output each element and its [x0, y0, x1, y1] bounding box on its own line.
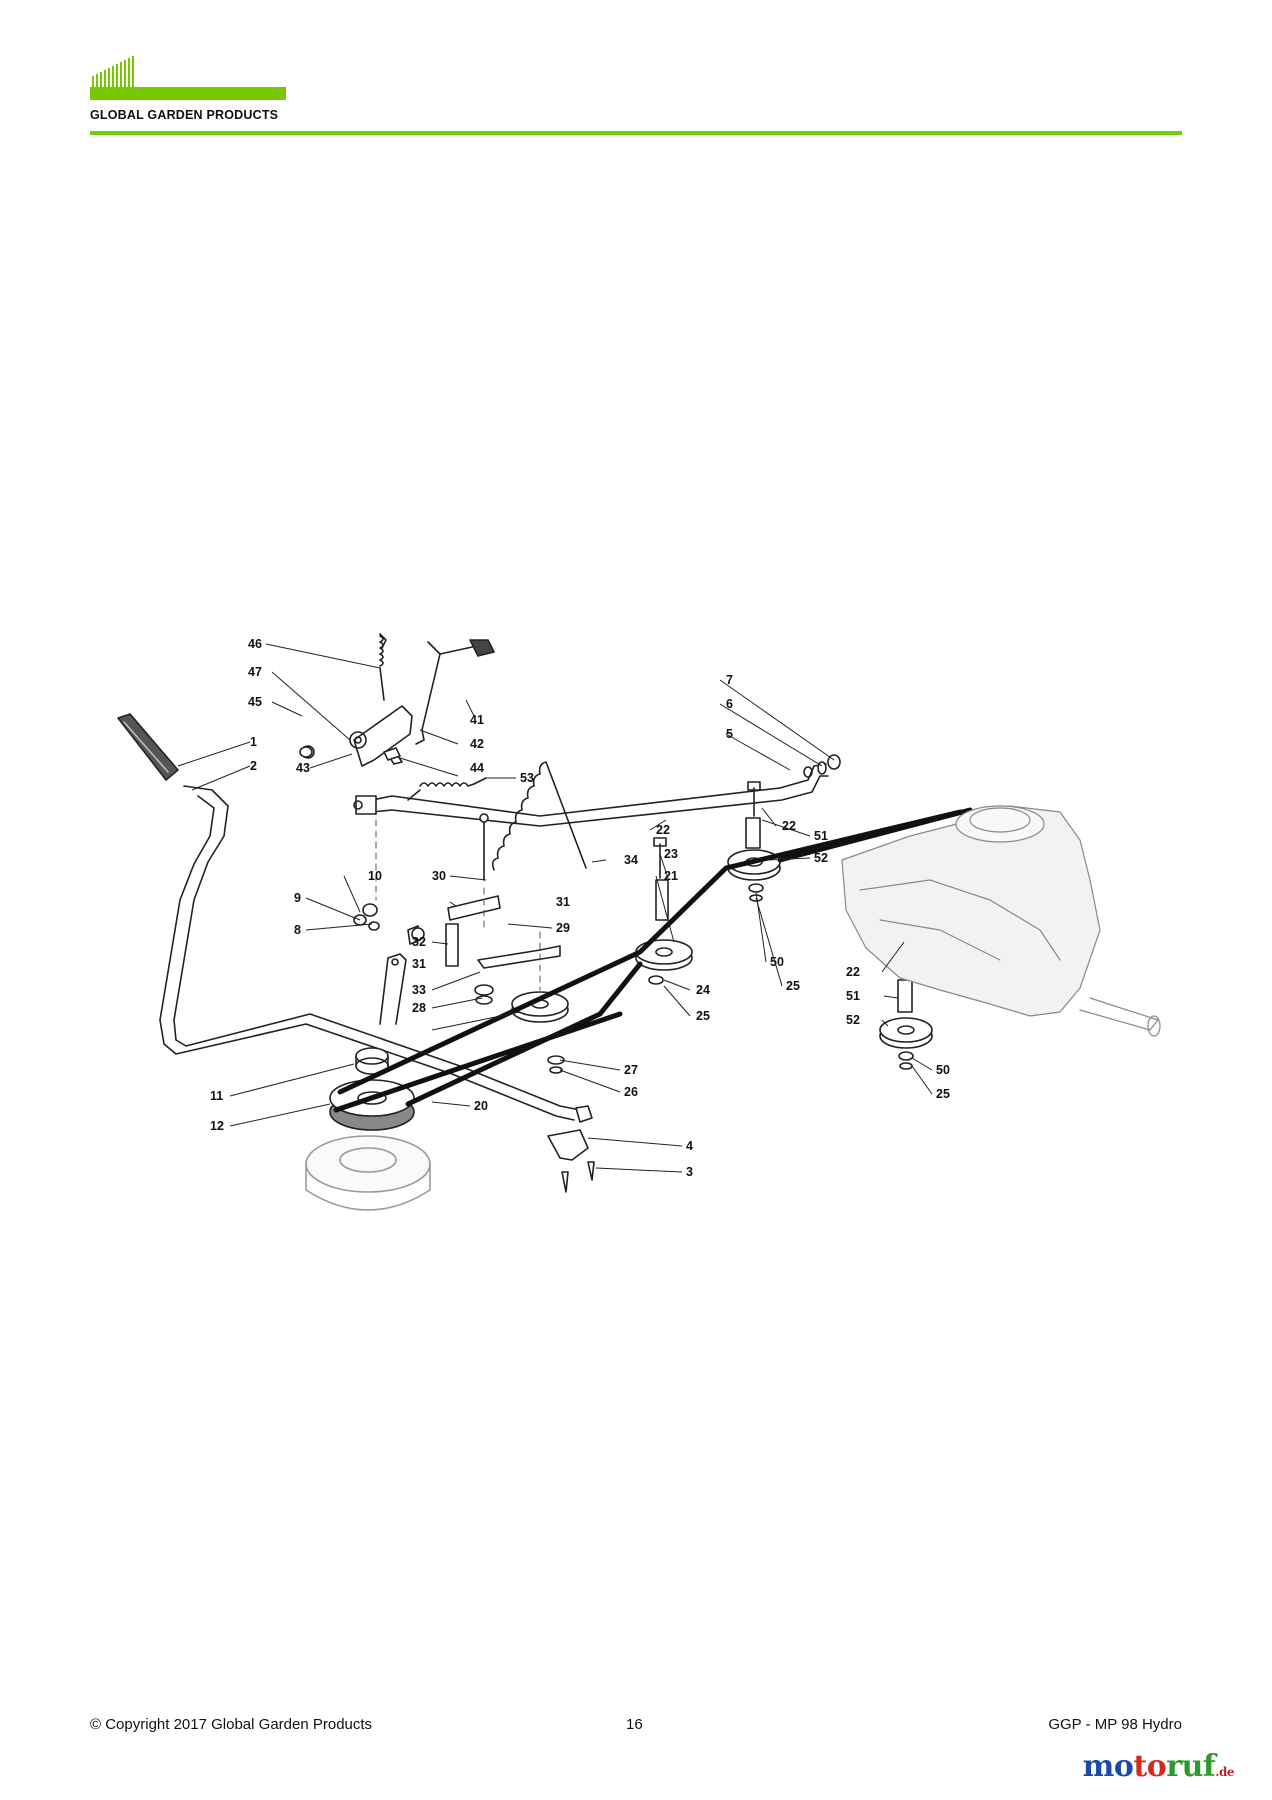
callout-6: 6 — [726, 697, 733, 711]
watermark-part-3: ruf — [1166, 1749, 1216, 1784]
hardware — [299, 746, 914, 1193]
callout-2: 2 — [250, 759, 257, 773]
callout-32: 32 — [412, 935, 426, 949]
callout-46: 46 — [248, 637, 262, 651]
callout-51b: 51 — [846, 989, 860, 1003]
watermark-logo: motoruf.de — [1082, 1749, 1235, 1784]
callout-50b: 50 — [936, 1063, 950, 1077]
idler-pulley-52b — [879, 937, 933, 1049]
callout-26: 26 — [624, 1085, 638, 1099]
callout-22b: 22 — [782, 819, 796, 833]
callout-5: 5 — [726, 727, 733, 741]
callout-52a: 52 — [814, 851, 828, 865]
pedal-arm — [159, 785, 593, 1123]
callout-33: 33 — [412, 983, 426, 997]
callout-4: 4 — [686, 1139, 693, 1153]
callout-12: 12 — [210, 1119, 224, 1133]
callout-25c: 25 — [936, 1087, 950, 1101]
callout-29: 29 — [556, 921, 570, 935]
callout-11: 11 — [210, 1089, 223, 1103]
callout-45: 45 — [248, 695, 262, 709]
callout-3: 3 — [686, 1165, 693, 1179]
watermark-part-1: mo — [1082, 1749, 1134, 1784]
watermark-part-2: to — [1133, 1749, 1167, 1784]
callout-10: 10 — [368, 869, 382, 883]
pedal-pad — [117, 713, 179, 781]
callout-31b: 31 — [412, 957, 426, 971]
logo-green-bar — [90, 87, 286, 100]
footer-copyright: © Copyright 2017 Global Garden Products — [90, 1716, 373, 1733]
callout-28: 28 — [412, 1001, 426, 1015]
callout-20: 20 — [474, 1099, 488, 1113]
spring-34 — [491, 761, 587, 871]
page-number: 16 — [626, 1716, 643, 1733]
callout-43: 43 — [296, 761, 310, 775]
callout-22a: 22 — [656, 823, 670, 837]
callout-9: 9 — [294, 891, 301, 905]
linkage-rod — [353, 763, 829, 827]
callout-34: 34 — [624, 853, 638, 867]
callout-50a: 50 — [770, 955, 784, 969]
callout-8: 8 — [294, 923, 301, 937]
header-rule — [90, 131, 1182, 135]
callout-22c: 22 — [846, 965, 860, 979]
callout-51a: 51 — [814, 829, 828, 843]
callout-31a: 31 — [556, 895, 570, 909]
callout-44: 44 — [470, 761, 484, 775]
callout-53: 53 — [520, 771, 534, 785]
spring-53 — [407, 777, 487, 801]
callout-42: 42 — [470, 737, 484, 751]
footer-model: GGP - MP 98 Hydro — [1048, 1716, 1182, 1733]
callout-27: 27 — [624, 1063, 638, 1077]
callout-24: 24 — [696, 983, 710, 997]
callout-21: 21 — [664, 869, 678, 883]
transaxle — [841, 805, 1161, 1037]
callout-41: 41 — [470, 713, 484, 727]
watermark-tld: .de — [1215, 1765, 1234, 1779]
callout-47: 47 — [248, 665, 262, 679]
electric-clutch — [305, 1135, 431, 1211]
logo-stripes-icon — [92, 56, 134, 90]
callout-23: 23 — [664, 847, 678, 861]
idler-pulley-21 — [635, 837, 693, 971]
callout-52b: 52 — [846, 1013, 860, 1027]
callout-1: 1 — [250, 735, 257, 749]
upper-bracket — [301, 633, 495, 767]
callout-7: 7 — [726, 673, 733, 687]
brand-name: GLOBAL GARDEN PRODUCTS — [90, 108, 279, 122]
idler-bracket — [445, 813, 561, 1005]
brand-logo: GLOBAL GARDEN PRODUCTS — [90, 56, 290, 126]
callout-30: 30 — [432, 869, 446, 883]
callout-25b: 25 — [786, 979, 800, 993]
callout-25a: 25 — [696, 1009, 710, 1023]
